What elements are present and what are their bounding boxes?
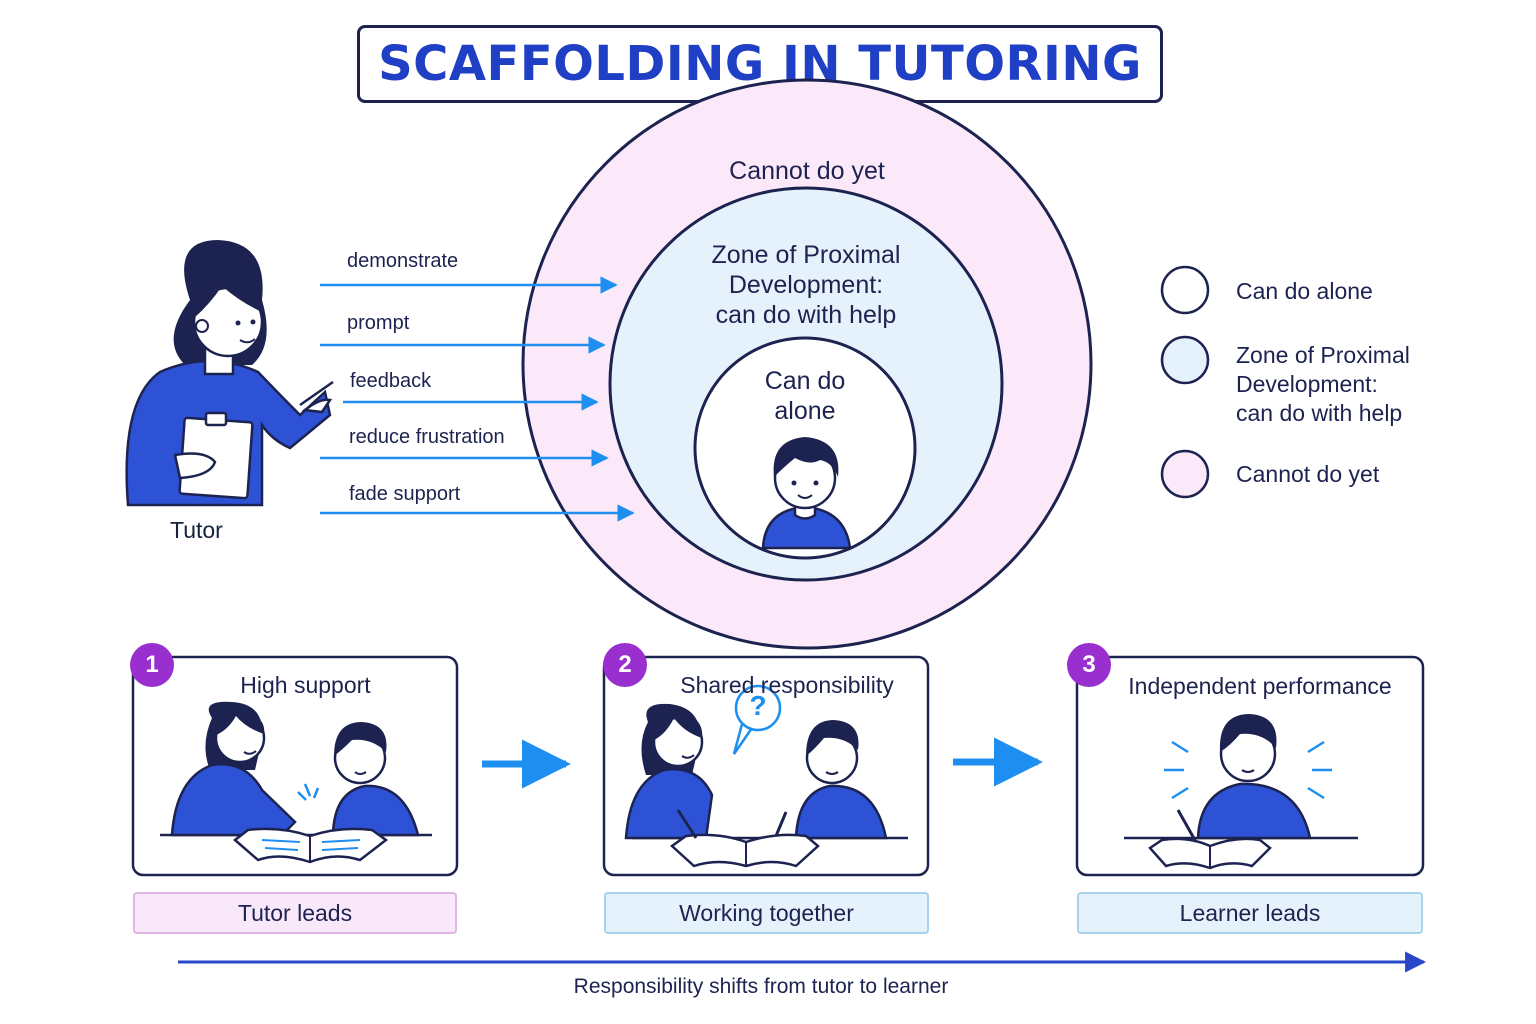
stage-2-title: Shared responsibility [680, 672, 894, 698]
stage-2-badge [603, 643, 647, 687]
legend-swatch-zpd [1160, 335, 1210, 385]
legend-label-cannot: Cannot do yet [1236, 461, 1380, 487]
stage-3-illustration [1124, 714, 1358, 870]
legend-swatch-alone [1160, 265, 1210, 315]
legend-label-zpd: Zone of Proximal Development: can do wit… [1236, 341, 1410, 428]
child-figure [761, 437, 852, 550]
stage-1-title: High support [240, 672, 371, 698]
legend-label-alone: Can do alone [1236, 278, 1373, 304]
zone-outer-label: Cannot do yet [729, 157, 885, 185]
legend-zpd-line-2: Development: [1236, 371, 1378, 397]
stage-3-number: 3 [1082, 651, 1096, 678]
legend-zpd-line-1: Zone of Proximal [1236, 342, 1410, 368]
zone-middle-line-2: Development: [728, 271, 884, 299]
action-demonstrate: demonstrate [347, 250, 459, 272]
tutor-figure [125, 240, 334, 507]
stage-1-illustration [160, 701, 432, 864]
stage-2-illustration [624, 684, 908, 868]
stage-1-badge [130, 643, 174, 687]
stage-1-number: 1 [145, 651, 159, 678]
legend-swatch-cannot [1160, 449, 1210, 499]
legend-zpd-line-3: can do with help [1236, 400, 1403, 426]
zone-inner-line-2: alone [774, 397, 836, 425]
stage-2-caption: Working together [604, 892, 929, 934]
tutor-label: Tutor [170, 517, 223, 543]
stage-2-number: 2 [618, 651, 632, 678]
question-mark: ? [749, 690, 767, 721]
zone-middle-label: Zone of Proximal Development: can do wit… [690, 240, 922, 330]
footer-caption: Responsibility shifts from tutor to lear… [573, 975, 949, 998]
zone-inner-line-1: Can do [764, 367, 846, 395]
stage-3-caption: Learner leads [1077, 892, 1423, 934]
zone-middle-line-3: can do with help [715, 301, 897, 329]
zone-middle-line-1: Zone of Proximal [711, 241, 901, 269]
action-reduce-frustration: reduce frustration [349, 426, 505, 448]
stage-3-badge [1067, 643, 1111, 687]
action-prompt: prompt [347, 312, 410, 334]
stage-3-title: Independent performance [1128, 673, 1392, 699]
action-feedback: feedback [350, 370, 432, 392]
zone-inner-label: Can do alone [745, 366, 865, 426]
stage-1-caption: Tutor leads [133, 892, 457, 934]
action-fade-support: fade support [349, 483, 461, 505]
